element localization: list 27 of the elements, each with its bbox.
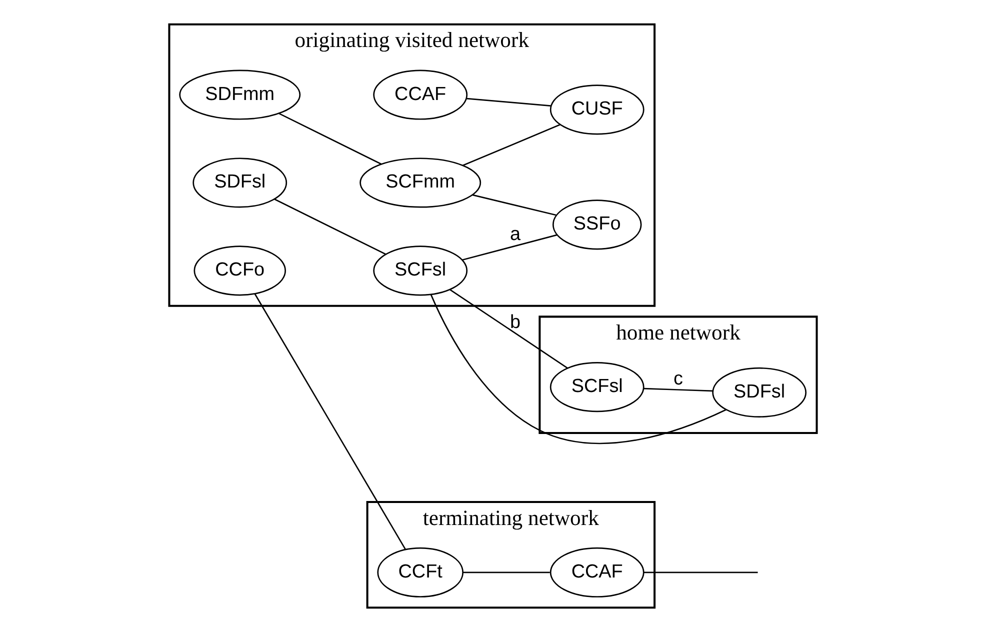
edge-label: c xyxy=(673,368,683,390)
connector xyxy=(462,124,560,166)
node-ellipse: SCFsl xyxy=(550,362,644,412)
connector xyxy=(462,572,550,574)
node-ellipse: CCAF xyxy=(373,70,468,120)
node-ellipse: CCFt xyxy=(377,547,464,598)
edge-label: a xyxy=(510,224,521,245)
node-ellipse: CCFo xyxy=(194,246,286,296)
connector xyxy=(644,388,713,392)
node-ellipse: SSFo xyxy=(552,200,642,250)
node-ellipse: SDFmm xyxy=(179,70,301,120)
edge-label: b xyxy=(510,312,521,333)
node-ellipse: CUSF xyxy=(550,84,644,135)
connector xyxy=(462,234,558,261)
node-ellipse: SDFsl xyxy=(712,367,807,418)
node-ellipse: CCAF xyxy=(550,547,644,598)
connector xyxy=(450,289,568,369)
node-ellipse: SCFsl xyxy=(373,246,468,296)
connector xyxy=(430,294,726,444)
node-ellipse: SDFsl xyxy=(192,158,288,208)
connector xyxy=(644,572,758,574)
connector xyxy=(472,194,556,216)
connector xyxy=(466,98,551,106)
connector xyxy=(274,198,386,255)
connector xyxy=(254,294,406,550)
connector xyxy=(278,112,382,165)
node-ellipse: SCFmm xyxy=(360,158,482,208)
